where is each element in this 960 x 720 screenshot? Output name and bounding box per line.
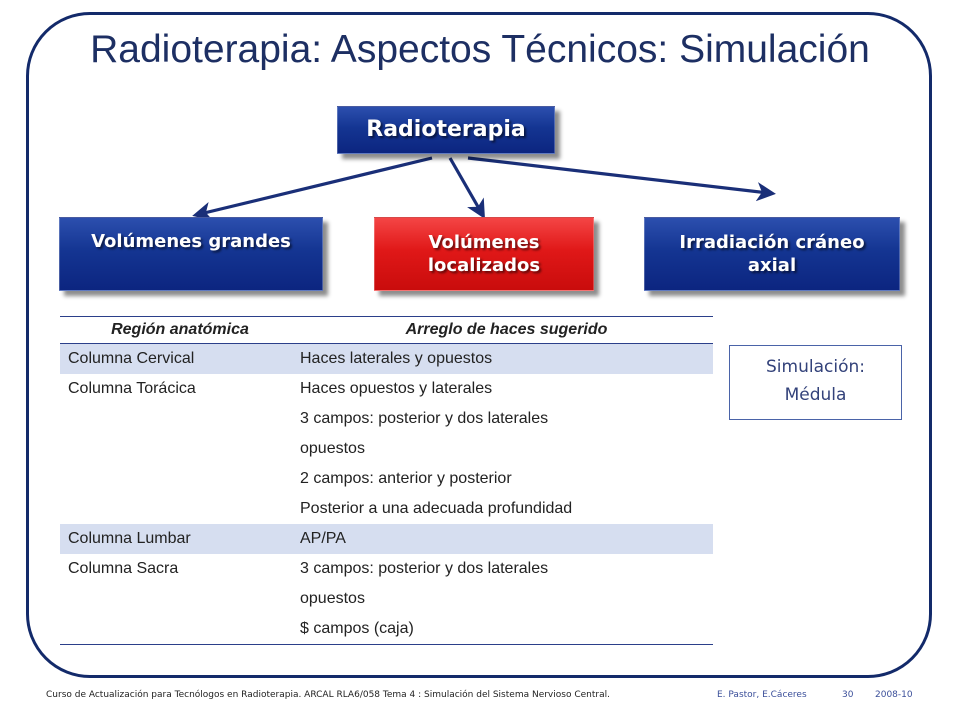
diagram-root-node: Radioterapia (337, 106, 555, 154)
beam-line: opuestos (300, 440, 365, 457)
note-line-1: Simulación: (766, 357, 865, 377)
diagram-node-label: Volúmenes localizados (427, 231, 541, 276)
diagram-node-label: Volúmenes grandes (91, 231, 291, 252)
arrow-to-irradiacion-craneo (467, 156, 776, 202)
beam-line: opuestos (300, 590, 365, 607)
beam-arrangement-table: Región anatómica Arreglo de haces sugeri… (60, 316, 713, 645)
beam-line: 3 campos: posterior y dos laterales (300, 410, 549, 427)
footer-year: 2008-10 (875, 690, 913, 700)
slide-title-text: Radioterapia: Aspectos Técnicos: Simulac… (84, 28, 876, 71)
beams-cell: Haces laterales y opuestos (300, 343, 713, 374)
table-row: Columna Cervical Haces laterales y opues… (60, 343, 713, 374)
beams-cell: AP/PA (300, 524, 713, 554)
beam-line: Haces opuestos y laterales (300, 380, 493, 397)
region-cell: Columna Torácica (68, 380, 196, 397)
region-cell: Columna Lumbar (60, 524, 300, 554)
table-row: Columna Torácica Haces opuestos y latera… (60, 374, 713, 524)
note-line-2: Médula (784, 385, 847, 405)
column-header-region: Región anatómica (60, 316, 300, 344)
column-header-arrangement: Arreglo de haces sugerido (300, 316, 713, 344)
diagram-node-volumenes-grandes: Volúmenes grandes (59, 217, 323, 291)
footer-authors: E. Pastor, E.Cáceres (717, 690, 807, 700)
diagram-root-label: Radioterapia (366, 116, 526, 142)
table-row: Columna Lumbar AP/PA (60, 524, 713, 554)
beam-line: 3 campos: posterior y dos laterales (300, 560, 549, 577)
region-cell: Columna Cervical (60, 343, 300, 374)
beams-cell: Haces opuestos y laterales 3 campos: pos… (300, 374, 713, 524)
footer-page-number: 30 (842, 690, 854, 700)
simulation-note-box: Simulación: Médula (729, 345, 902, 420)
table-header-row: Región anatómica Arreglo de haces sugeri… (60, 316, 713, 344)
beam-line: AP/PA (300, 530, 346, 547)
arrow-to-volumenes-grandes (192, 156, 433, 221)
table-row: Columna Sacra 3 campos: posterior y dos … (60, 554, 713, 645)
beams-cell: 3 campos: posterior y dos laterales opue… (300, 554, 713, 645)
diagram-node-volumenes-localizados: Volúmenes localizados (374, 217, 594, 291)
beam-line: Haces laterales y opuestos (300, 350, 493, 367)
diagram-node-label: Irradiación cráneo axial (679, 231, 865, 276)
beam-line: Posterior a una adecuada profundidad (300, 500, 573, 517)
slide-title: Radioterapia: Aspectos Técnicos: Simulac… (0, 28, 960, 72)
beam-line: $ campos (caja) (300, 620, 414, 637)
diagram-node-irradiacion-craneo-axial: Irradiación cráneo axial (644, 217, 900, 291)
beam-line: 2 campos: anterior y posterior (300, 470, 512, 487)
arrow-to-volumenes-localizados (448, 157, 485, 219)
region-cell: Columna Sacra (60, 554, 300, 645)
footer-course: Curso de Actualización para Tecnólogos e… (46, 690, 610, 700)
